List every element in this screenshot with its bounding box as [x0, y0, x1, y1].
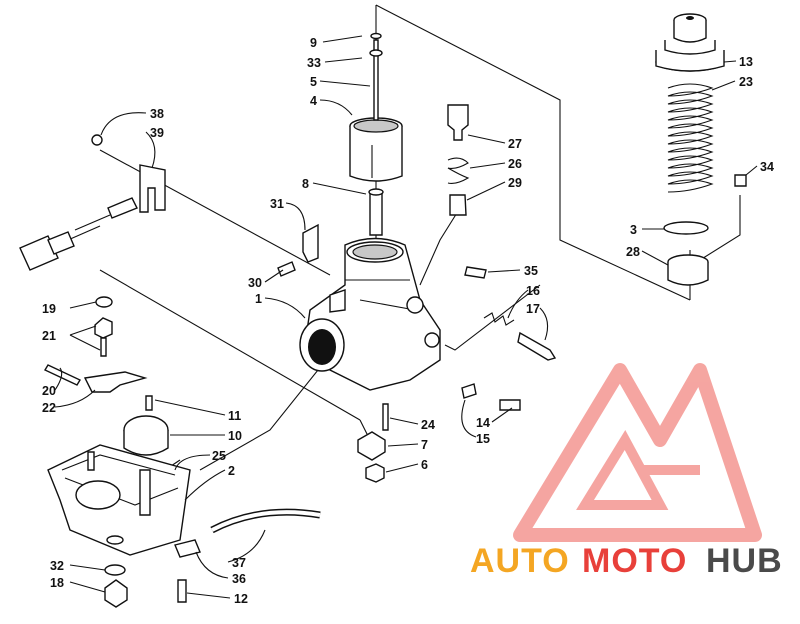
drain-plug	[104, 579, 128, 608]
callout-25: 25	[212, 449, 226, 463]
callout-39: 39	[150, 126, 164, 140]
callout-21: 21	[42, 329, 56, 343]
callout-8: 8	[302, 177, 309, 191]
callout-10: 10	[228, 429, 242, 443]
spring-seat	[663, 221, 709, 235]
callout-24: 24	[421, 418, 435, 432]
callout-38: 38	[150, 107, 164, 121]
callout-37: 37	[232, 556, 246, 570]
triangle-logo-icon	[513, 363, 762, 542]
main-jet	[365, 463, 385, 483]
e-clip	[370, 32, 382, 40]
callout-4: 4	[310, 94, 317, 108]
callout-6: 6	[421, 458, 428, 472]
callout-36: 36	[232, 572, 246, 586]
needle-holder	[667, 254, 709, 286]
callout-5: 5	[310, 75, 317, 89]
callout-35: 35	[524, 264, 538, 278]
carburetor-body	[299, 237, 441, 391]
carb-top-cap	[655, 13, 725, 72]
watermark-brand: AUTO MOTO HUB	[470, 542, 783, 580]
air-screw-17	[517, 331, 557, 361]
needle-valve	[145, 395, 153, 411]
callout-29: 29	[508, 176, 522, 190]
cap-screw	[734, 174, 747, 187]
stop-screw	[461, 383, 477, 399]
callout-23: 23	[739, 75, 753, 89]
bowl-screw	[177, 579, 187, 603]
float	[123, 415, 169, 456]
jet-needle	[373, 39, 379, 121]
callout-19: 19	[42, 302, 56, 316]
callout-13: 13	[739, 55, 753, 69]
callout-16: 16	[526, 284, 540, 298]
needle-washer	[369, 49, 383, 57]
drain-washer	[104, 564, 126, 576]
callout-18: 18	[50, 576, 64, 590]
cable-bracket	[302, 223, 319, 263]
callout-17: 17	[526, 302, 540, 316]
callout-28: 28	[626, 245, 640, 259]
callout-labels: 9 33 5 4 8 31 30 1 38 39 19 21 20 22 11 …	[42, 36, 774, 606]
callout-20: 20	[42, 384, 56, 398]
choke-plunger	[449, 194, 467, 216]
throttle-switch	[19, 134, 166, 271]
slide-spring	[667, 83, 714, 193]
choke-spring	[447, 157, 470, 184]
callout-14: 14	[476, 416, 490, 430]
callout-26: 26	[508, 157, 522, 171]
air-screw-spring	[483, 312, 515, 326]
callout-15: 15	[476, 432, 490, 446]
brand-auto: AUTO	[470, 542, 570, 580]
callout-12: 12	[234, 592, 248, 606]
throttle-slide	[349, 117, 403, 182]
hose-bracket	[174, 539, 201, 558]
float-pin	[44, 364, 81, 386]
callout-9: 9	[310, 36, 317, 50]
callout-7: 7	[421, 438, 428, 452]
callout-2: 2	[228, 464, 235, 478]
pilot-jet	[382, 403, 389, 431]
brand-hub: HUB	[706, 542, 783, 580]
leader-lines	[54, 35, 758, 599]
needle-jet	[369, 191, 383, 236]
callout-27: 27	[508, 137, 522, 151]
idle-screw	[277, 261, 296, 277]
callout-11: 11	[228, 409, 241, 423]
callout-32: 32	[50, 559, 64, 573]
callout-1: 1	[255, 292, 262, 306]
main-jet-holder	[357, 431, 386, 461]
callout-3: 3	[630, 223, 637, 237]
float-bowl	[47, 444, 191, 556]
air-screw-35	[464, 266, 487, 279]
float-arm	[83, 371, 148, 393]
pilot-nut	[94, 317, 113, 357]
callout-33: 33	[307, 56, 321, 70]
brand-moto: MOTO	[582, 542, 687, 580]
callout-34: 34	[760, 160, 774, 174]
callout-31: 31	[270, 197, 284, 211]
choke-fitting	[447, 104, 469, 141]
callout-22: 22	[42, 401, 56, 415]
callout-30: 30	[248, 276, 262, 290]
washer-19	[95, 296, 113, 308]
throttle-screw	[499, 399, 521, 411]
